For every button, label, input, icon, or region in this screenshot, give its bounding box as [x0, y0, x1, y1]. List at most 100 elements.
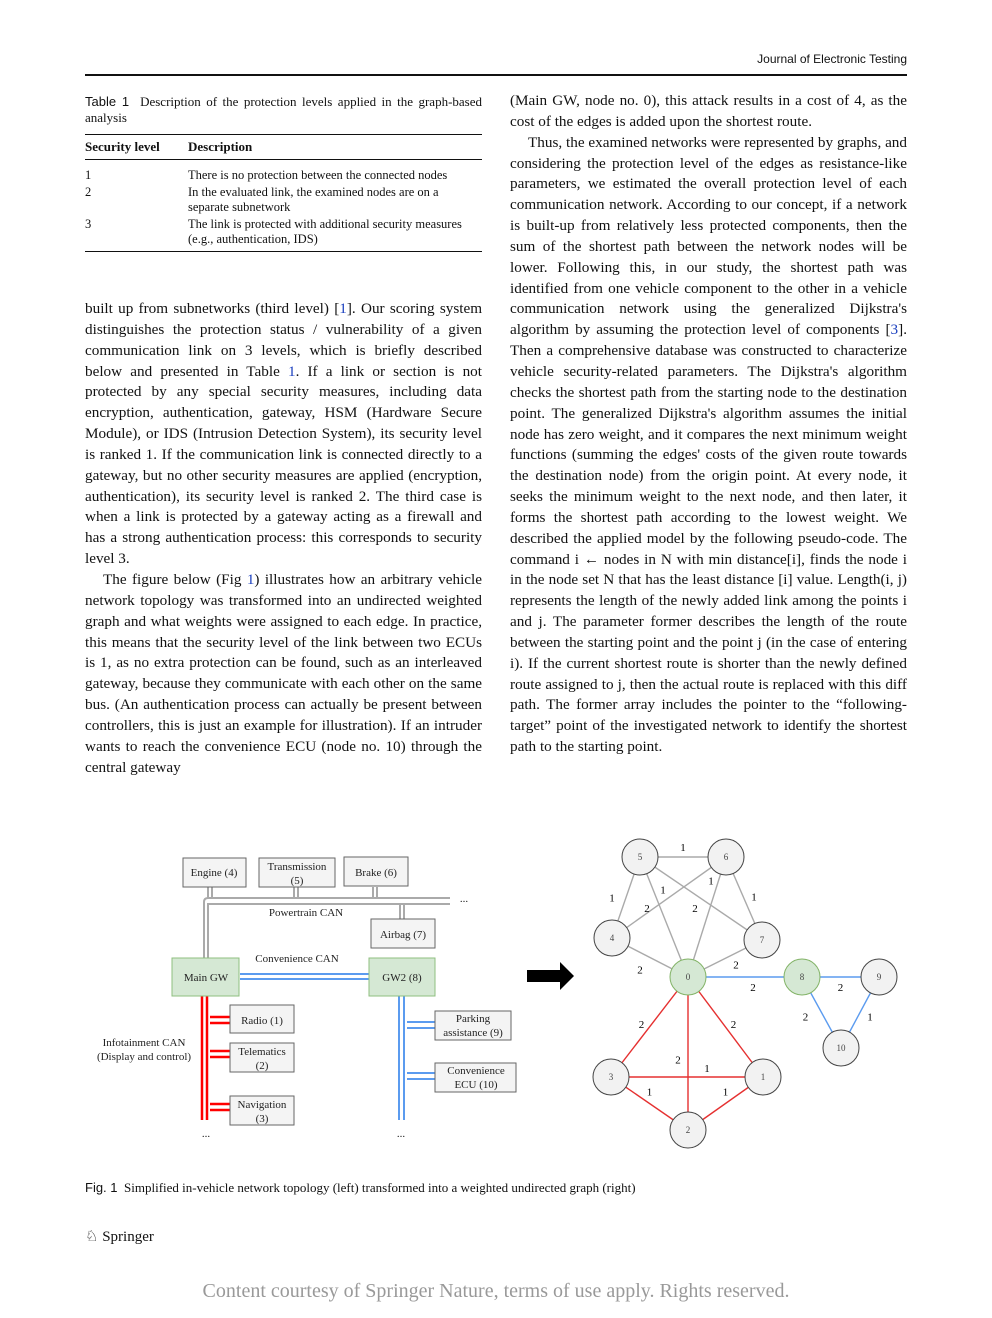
- graph-node-0: [669, 958, 707, 996]
- infotainment-can-sublabel: (Display and control): [97, 1051, 191, 1063]
- left-column: built up from subnetworks (third level) …: [85, 299, 482, 778]
- edge-weight-label: 2: [750, 982, 756, 994]
- edge-weight-label: 2: [733, 960, 739, 972]
- cell: 3: [85, 216, 188, 252]
- node-label: 5: [638, 852, 643, 862]
- arrow-right-icon: [527, 962, 574, 990]
- edge-weight-label: 2: [639, 1019, 645, 1031]
- infotainment-bus: [200, 996, 230, 1120]
- figure-link[interactable]: 1: [246, 570, 255, 588]
- ecu-transmission: Transmission: [268, 861, 327, 873]
- graph-edge-0-3: [610, 976, 689, 1078]
- edge-weight-label: 2: [838, 982, 844, 994]
- cell: The link is protected with additional se…: [188, 216, 482, 252]
- ecu-radio: Radio (1): [241, 1015, 283, 1027]
- node-label: 6: [724, 852, 729, 862]
- right-column: (Main GW, node no. 0), this attack resul…: [510, 91, 907, 758]
- springer-horse-icon: ♘: [85, 1229, 99, 1245]
- edge-weight-label: 2: [803, 1012, 809, 1024]
- journal-header: Journal of Electronic Testing: [757, 52, 907, 66]
- cell: In the evaluated link, the examined node…: [188, 185, 439, 214]
- ellipsis: ...: [202, 1128, 211, 1140]
- ecu-brake: Brake (6): [355, 867, 397, 879]
- text: ]. Then a comprehensive database was con…: [510, 321, 907, 756]
- gateway-2: GW2 (8): [382, 972, 422, 984]
- table-row: 1 There is no protection between the conn…: [85, 160, 482, 185]
- graph-node-9: [860, 958, 898, 996]
- citation-link[interactable]: 3: [890, 321, 899, 339]
- node-label: 8: [800, 972, 805, 982]
- paragraph: (Main GW, node no. 0), this attack resul…: [510, 92, 907, 130]
- powertrain-bus: [203, 887, 450, 958]
- edge-weight-label: 1: [723, 1087, 729, 1099]
- figure-caption-text: Simplified in-vehicle network topology (…: [124, 1180, 636, 1195]
- edge-weight-label: 2: [637, 965, 643, 977]
- node-label: 0: [686, 972, 691, 982]
- cell: There is no protection between the conne…: [188, 168, 448, 182]
- network-topology-diagram: Engine (4) Transmission (5) Brake (6) Ai…: [97, 856, 517, 1140]
- edge-weight-label: 2: [692, 903, 698, 915]
- main-gateway: Main GW: [184, 972, 229, 984]
- graph-edge-6-4: [611, 856, 727, 939]
- ecu-navigation-id: (3): [256, 1113, 269, 1125]
- ecu-airbag: Airbag (7): [380, 929, 426, 941]
- edge-weight-label: 1: [751, 892, 757, 904]
- graph-node-4: [593, 919, 631, 957]
- col-header: Security level: [85, 134, 188, 160]
- edge-weight-label: 1: [609, 893, 615, 905]
- ecu-engine: Engine (4): [191, 867, 238, 879]
- table-label: Table 1: [85, 94, 130, 109]
- edge-weight-label: 2: [675, 1055, 681, 1067]
- convenience-can-label: Convenience CAN: [255, 953, 338, 965]
- graph-edge-5-0: [639, 856, 689, 978]
- graph-node-7: [743, 921, 781, 959]
- text: ) illustrates how an arbitrary vehicle n…: [85, 570, 483, 776]
- figure-caption: Fig. 1 Simplified in-vehicle network top…: [85, 1180, 905, 1196]
- publisher-name: Springer: [102, 1229, 154, 1245]
- ellipsis: ...: [397, 1128, 406, 1140]
- graph-node-5: [621, 838, 659, 876]
- figure-1: Engine (4) Transmission (5) Brake (6) Ai…: [97, 838, 898, 1149]
- powertrain-can-label: Powertrain CAN: [269, 907, 343, 919]
- table-link[interactable]: 1: [287, 362, 296, 380]
- ecu-parking-id: assistance (9): [443, 1027, 503, 1039]
- edge-weight-label: 1: [708, 876, 714, 888]
- graph-edge-6-0: [687, 856, 727, 978]
- convenience-bus: [240, 973, 437, 1120]
- paragraph: Thus, the examined networks were represe…: [510, 133, 907, 758]
- edge-weight-label: 1: [660, 885, 666, 897]
- citation-link[interactable]: 1: [339, 300, 347, 317]
- graph-node-6: [707, 838, 745, 876]
- node-label: 2: [686, 1125, 691, 1135]
- text: built up from subnetworks (third level) …: [85, 300, 340, 317]
- node-label: 9: [877, 972, 882, 982]
- header-rule: [85, 74, 907, 76]
- ecu-convenience-id: ECU (10): [454, 1079, 497, 1091]
- graph-edge-5-7: [639, 856, 763, 941]
- paragraph: The figure below (Fig 1) illustrates how…: [85, 570, 482, 778]
- graph-edge-0-1: [687, 976, 764, 1078]
- ecu-boxes: [171, 856, 517, 1126]
- edge-weight-label: 2: [731, 1019, 737, 1031]
- text: . If a link or section is not protected …: [85, 362, 482, 568]
- ecu-transmission-id: (5): [291, 875, 304, 887]
- ecu-telematics-id: (2): [256, 1060, 269, 1072]
- cell: 1: [85, 168, 92, 182]
- ecu-parking: Parking: [456, 1013, 491, 1025]
- edge-weight-label: 1: [867, 1012, 873, 1024]
- ecu-telematics: Telematics: [238, 1046, 286, 1058]
- table-caption-text: Description of the protection levels app…: [85, 94, 482, 125]
- ecu-convenience: Convenience: [447, 1065, 505, 1077]
- graph-node-3: [592, 1058, 630, 1096]
- text: Thus, the examined networks were represe…: [510, 133, 907, 339]
- publisher-logo: ♘ Springer: [85, 1227, 154, 1246]
- node-label: 7: [760, 935, 765, 945]
- paragraph: built up from subnetworks (third level) …: [85, 299, 482, 570]
- edge-weight-label: 1: [704, 1063, 710, 1075]
- edge-weight-label: 1: [680, 842, 686, 854]
- node-label: 4: [610, 933, 615, 943]
